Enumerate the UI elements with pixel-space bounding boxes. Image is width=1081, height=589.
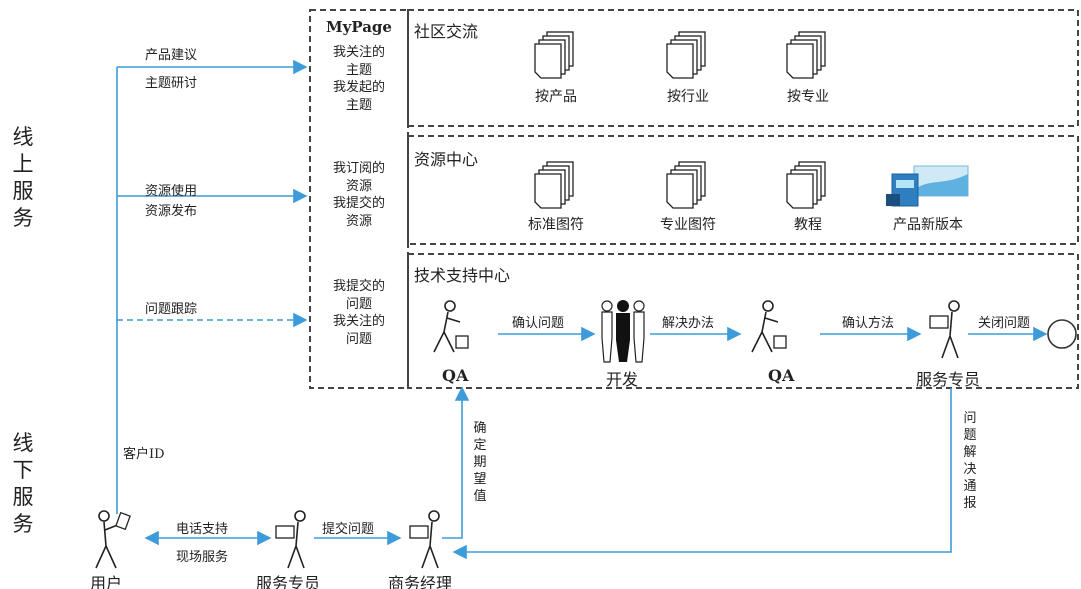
document-stack-icon [785,160,831,212]
offline-service-label: 线下服务 [12,431,34,536]
mypage-group-issues: 我提交的问题 我关注的问题 [332,279,385,347]
edge-label-solution: 解决办法 [662,316,715,331]
service-specialist-icon [270,508,314,578]
edge-label-topic-discussion: 主题研讨 [145,76,198,91]
community-item-industry: 按行业 [667,89,709,105]
end-node [1047,319,1077,349]
edge-label-close-issue: 关闭问题 [978,316,1031,331]
arrow-resolution-report [452,388,952,560]
community-item-product: 按产品 [535,89,577,105]
offline-node-user: 用户 [90,574,123,589]
edge-label-confirm-issue: 确认问题 [512,316,565,331]
software-box-icon [884,160,972,210]
mypage-group-resources: 我订阅的资源 我提交的资源 [332,161,385,229]
edge-label-set-expectation: 确定期望值 [473,421,487,504]
document-stack-icon [665,30,711,82]
resource-item-standard-symbols: 标准图符 [528,217,584,233]
qa-person-icon [426,296,470,366]
business-manager-icon [404,508,448,578]
document-stack-icon [533,30,579,82]
arrow-expectation [442,386,470,539]
resource-item-new-release: 产品新版本 [893,217,963,233]
edge-label-resolution-report: 问题解决通报 [963,411,977,511]
user-person-icon [88,508,132,578]
service-specialist-icon [924,298,968,368]
qa-person-icon [744,296,788,366]
offline-node-service-specialist: 服务专员 [256,574,321,589]
support-node-service-specialist: 服务专员 [916,370,981,389]
document-stack-icon [533,160,579,212]
support-frame [407,253,1079,389]
offline-node-business-manager: 商务经理 [388,574,453,589]
edge-label-phone-support: 电话支持 [176,522,229,537]
mypage-title: MyPage [326,18,392,36]
edge-label-resource-use: 资源使用 [145,184,198,199]
support-title: 技术支持中心 [414,266,511,285]
edge-label-resource-publish: 资源发布 [145,204,198,219]
resource-item-tutorial: 教程 [794,217,822,233]
edge-label-confirm-method: 确认方法 [842,316,895,331]
community-title: 社区交流 [414,22,479,41]
edge-label-product-suggestion: 产品建议 [145,48,198,63]
edge-label-issue-tracking: 问题跟踪 [145,302,198,317]
document-stack-icon [785,30,831,82]
support-node-dev: 开发 [606,370,639,389]
document-stack-icon [665,160,711,212]
developer-team-icon [594,298,652,364]
edge-label-onsite-service: 现场服务 [176,550,229,565]
resource-item-professional-symbols: 专业图符 [660,217,716,233]
support-node-qa-1: QA [442,366,469,385]
resources-frame [407,135,1079,245]
community-item-specialty: 按专业 [787,89,829,105]
support-node-qa-2: QA [768,366,795,385]
mypage-group-topics: 我关注的主题 我发起的主题 [332,45,385,113]
online-service-label: 线上服务 [12,125,34,230]
community-frame [407,9,1079,127]
edge-label-submit-issue: 提交问题 [322,522,375,537]
mypage-frame [309,9,409,389]
edge-label-customer-id: 客户ID [123,447,165,462]
resources-title: 资源中心 [414,150,479,169]
